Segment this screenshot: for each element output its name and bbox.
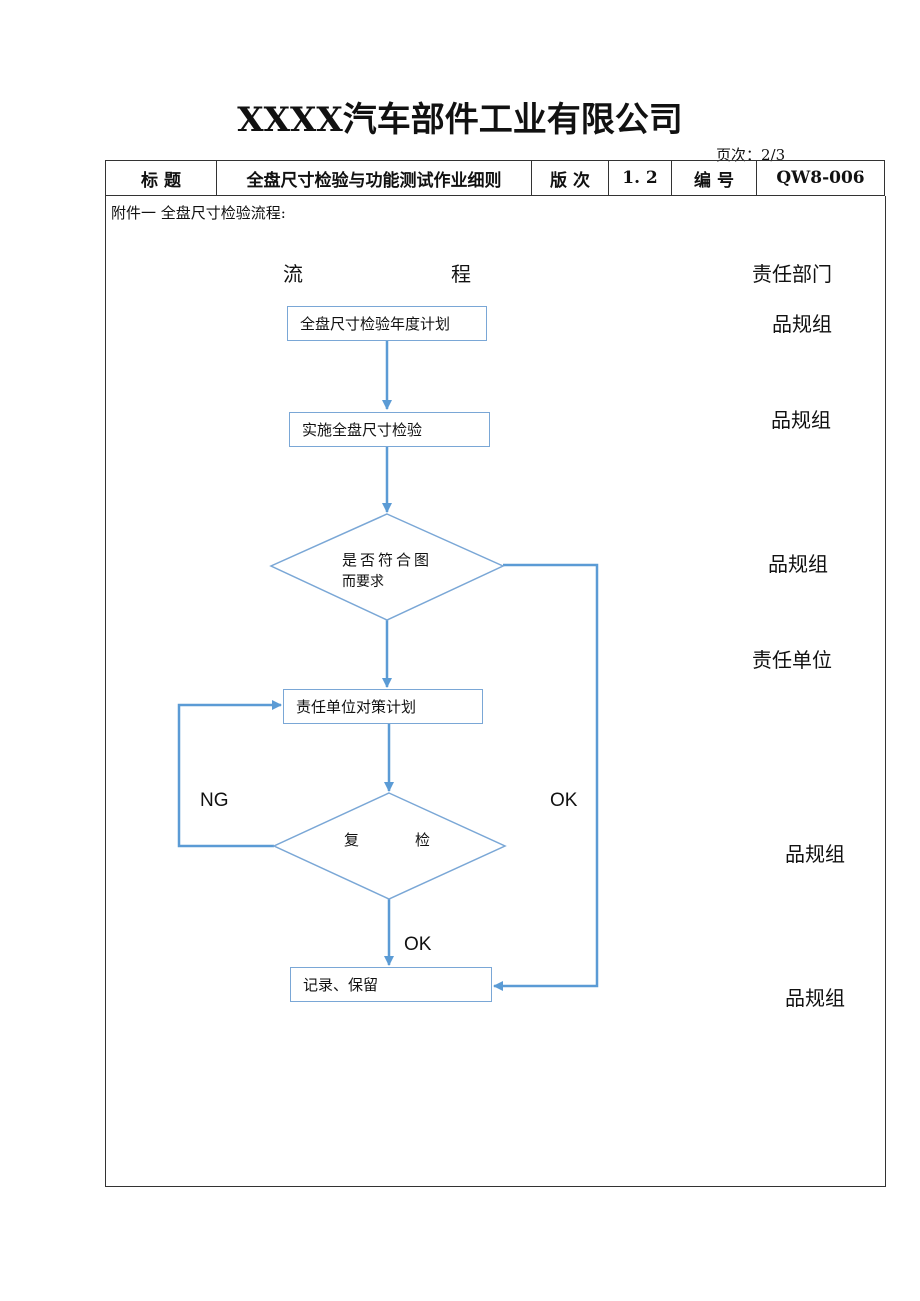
version-label: 版 次 — [531, 160, 609, 196]
number-value: QW8-006 — [756, 160, 885, 196]
flow-step-record-retain: 记录、保留 — [290, 967, 492, 1002]
decision2-text-right: 检 — [415, 831, 434, 849]
decision1-text-line2: 而要求 — [342, 574, 384, 590]
flow-step-record-retain-text: 记录、保留 — [303, 976, 379, 994]
ok-label-bottom: OK — [404, 934, 432, 955]
dept-step3: 责任单位 — [752, 648, 832, 672]
dept-decision2: 品规组 — [785, 842, 845, 866]
ng-label: NG — [200, 790, 229, 811]
flow-step-implement-inspection-text: 实施全盘尺寸检验 — [302, 421, 423, 439]
decision2-diamond — [272, 792, 507, 900]
decision2-text-left: 复 — [344, 831, 363, 849]
number-label: 编 号 — [671, 160, 757, 196]
content-frame — [105, 196, 886, 1187]
arrow-ng-loop — [177, 700, 282, 848]
dept-step2: 品规组 — [771, 408, 831, 432]
ok-label-right: OK — [550, 790, 578, 811]
flow-step-countermeasure-plan-text: 责任单位对策计划 — [296, 698, 417, 716]
flow-step-implement-inspection: 实施全盘尺寸检验 — [289, 412, 490, 447]
department-header: 责任部门 — [752, 262, 832, 286]
flow-header-right: 程 — [451, 262, 471, 286]
flow-step-annual-plan: 全盘尺寸检验年度计划 — [287, 306, 487, 341]
dept-decision1: 品规组 — [768, 552, 828, 576]
decision1-diamond — [269, 513, 505, 621]
decision1-text-line1: 是否符合图 — [342, 551, 433, 569]
flow-step-annual-plan-text: 全盘尺寸检验年度计划 — [300, 315, 451, 333]
dept-step4: 品规组 — [785, 986, 845, 1010]
document-header-table: 标 题 全盘尺寸检验与功能测试作业细则 版 次 1. 2 编 号 QW8-006 — [105, 160, 885, 196]
attachment-title: 附件一 全盘尺寸检验流程: — [111, 204, 286, 222]
arrow-ok-bypass — [493, 563, 599, 991]
flow-step-countermeasure-plan: 责任单位对策计划 — [283, 689, 483, 724]
dept-step1: 品规组 — [772, 312, 832, 336]
flow-header-left: 流 — [283, 262, 303, 286]
company-title: XXXX汽车部件工业有限公司 — [237, 100, 683, 140]
page-number: 页次：2/3 — [716, 146, 786, 164]
version-value: 1. 2 — [608, 160, 672, 196]
